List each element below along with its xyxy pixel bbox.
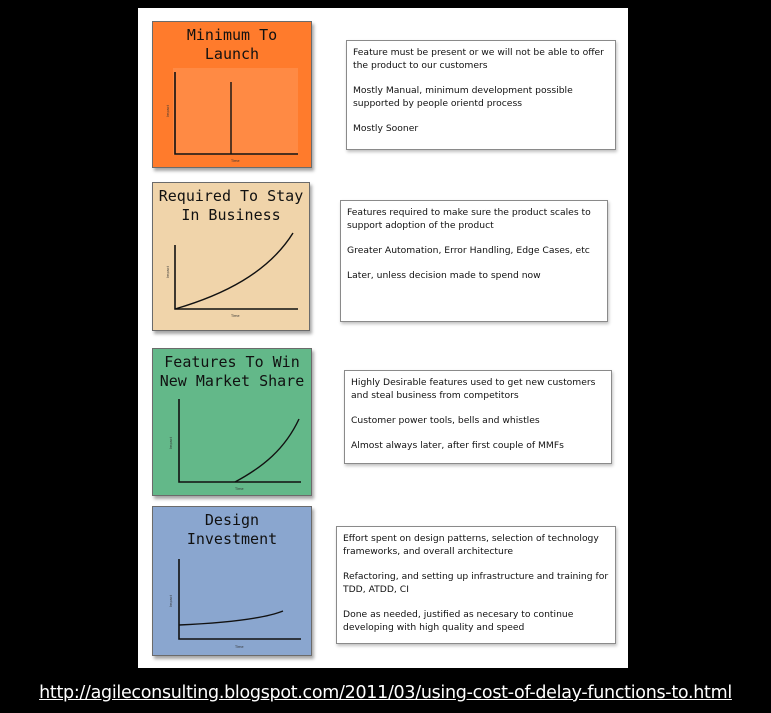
card-title: Minimum To Launch [186, 26, 278, 63]
x-axis-label: Time [230, 314, 240, 318]
y-axis-label: Impact [169, 436, 173, 449]
description-line: Almost always later, after first couple … [351, 440, 564, 451]
description-line: Later, unless decision made to spend now [347, 270, 541, 281]
description-line: Done as needed, justified as necesary to… [343, 609, 574, 633]
card-title: Features To Win New Market Share [159, 353, 305, 390]
description-line: Highly Desirable features used to get ne… [351, 377, 596, 401]
delayed-curve [234, 418, 300, 483]
card-minimum-to-launch: Minimum To Launch Impact Time [152, 21, 312, 168]
description-features-to-win-new-market-share: Highly Desirable features used to get ne… [344, 370, 612, 464]
cost-of-delay-chart: Impact Time [169, 559, 301, 649]
description-required-to-stay-in-business: Features required to make sure the produ… [340, 200, 608, 322]
x-axis-label: Time [230, 159, 240, 163]
chart-axes [174, 72, 298, 155]
card-features-to-win-new-market-share: Features To Win New Market Share Impact … [152, 348, 312, 496]
source-link[interactable]: http://agileconsulting.blogspot.com/2011… [39, 683, 732, 703]
card-required-to-stay-in-business: Required To Stay In Business Impact Time [152, 182, 310, 331]
cost-of-delay-chart: Impact Time [169, 399, 301, 491]
diagram-sheet: Minimum To Launch Impact Time Feature mu… [138, 8, 628, 668]
card-title: Required To Stay In Business [158, 187, 304, 224]
y-axis-label: Impact [166, 265, 170, 278]
x-axis-label: Time [234, 645, 244, 649]
description-design-investment: Effort spent on design patterns, selecti… [336, 526, 616, 644]
cost-of-delay-chart: Impact Time [166, 68, 298, 163]
x-axis-label: Time [234, 487, 244, 491]
description-minimum-to-launch: Feature must be present or we will not b… [346, 40, 616, 150]
y-axis-label: Impact [166, 104, 170, 117]
description-line: Mostly Sooner [353, 123, 419, 134]
description-line: Mostly Manual, minimum development possi… [353, 85, 573, 109]
rising-curve [174, 232, 294, 310]
chart-axes [178, 559, 301, 640]
y-axis-label: Impact [169, 594, 173, 607]
description-line: Greater Automation, Error Handling, Edge… [347, 245, 590, 256]
card-design-investment: Design Investment Impact Time [152, 506, 312, 656]
description-line: Effort spent on design patterns, selecti… [343, 533, 599, 557]
shallow-curve [178, 610, 284, 626]
chart-axes [174, 245, 298, 310]
cost-of-delay-chart: Impact Time [166, 232, 298, 318]
plot-area [173, 68, 298, 155]
description-line: Customer power tools, bells and whistles [351, 415, 540, 426]
description-line: Feature must be present or we will not b… [353, 47, 604, 71]
chart-axes [178, 399, 301, 483]
card-title: Design Investment [186, 511, 278, 548]
description-line: Refactoring, and setting up infrastructu… [343, 571, 609, 595]
description-line: Features required to make sure the produ… [347, 207, 591, 231]
